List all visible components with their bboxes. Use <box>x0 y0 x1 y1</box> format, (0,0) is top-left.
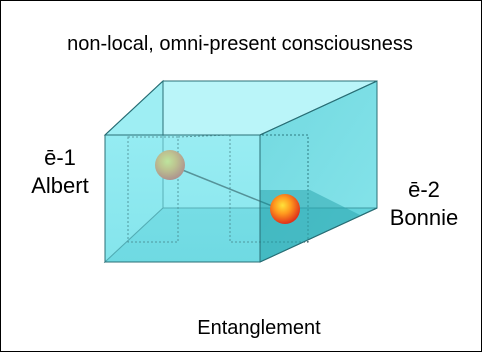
caption-entanglement: Entanglement <box>197 317 321 339</box>
diagram-title: non-local, omni-present consciousness <box>67 33 413 55</box>
particle-bonnie <box>270 194 300 224</box>
box-front-face <box>104 134 261 263</box>
translucent-box <box>103 79 378 264</box>
label-bonnie: Bonnie <box>390 205 459 230</box>
label-e2: ē-2 <box>408 177 440 202</box>
label-e1: ē-1 <box>44 145 76 170</box>
label-albert: Albert <box>31 173 88 198</box>
box-edges <box>104 80 378 263</box>
